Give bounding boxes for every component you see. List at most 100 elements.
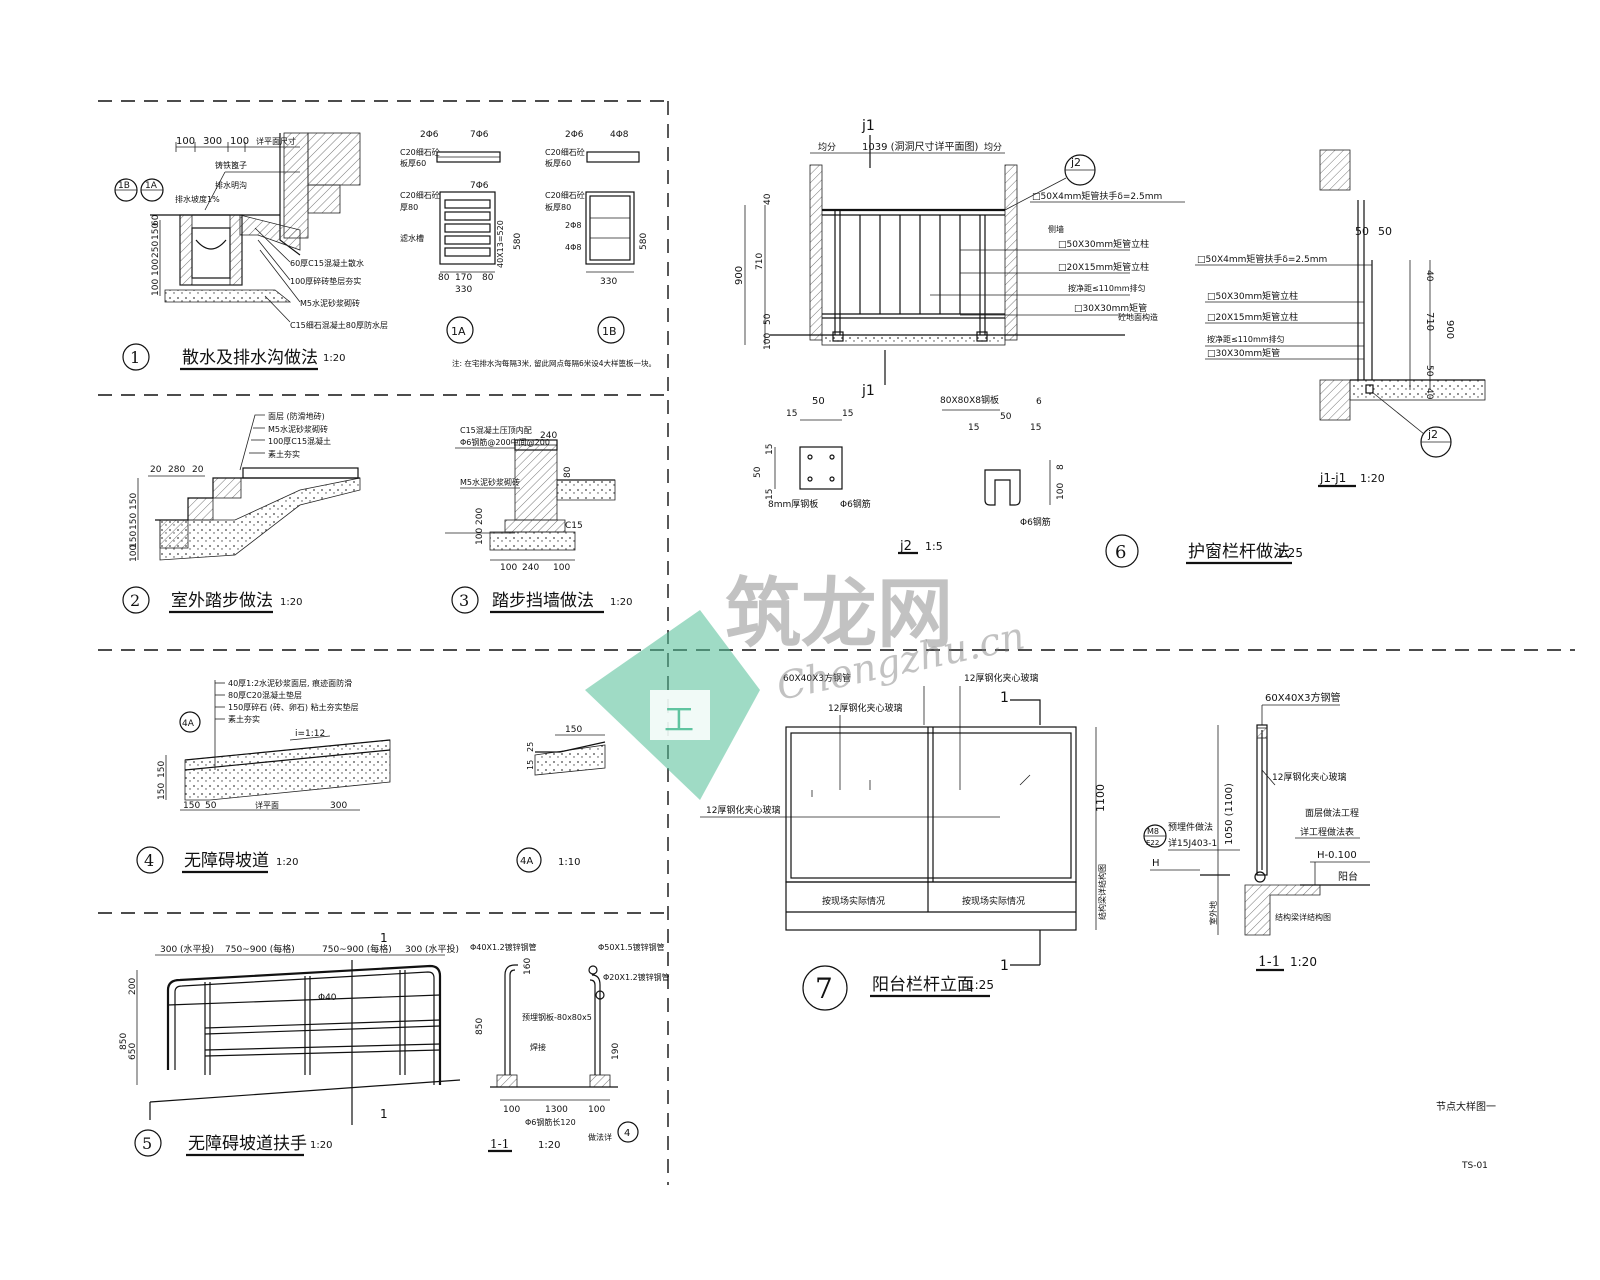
d2-label-0: 面层 (防滑地砖) <box>268 411 325 421</box>
d4-tag: 4A <box>182 719 195 729</box>
d1-note: 注: 在宅排水沟每隔3米, 留此网点每隔6米设4大样篦板一块。 <box>452 358 656 368</box>
d4a-dim-2: 15 <box>526 760 535 770</box>
d1-label-4: 100厚碎砖垫层夯实 <box>290 276 361 286</box>
detail-7-balcony-railing: 60X40X3方钢管 12厚钢化夹心玻璃 12厚钢化夹心玻璃 12厚钢化夹心玻璃… <box>700 672 1107 1011</box>
d1a-dim-0: 2Φ6 <box>420 130 439 140</box>
d6-label-5: □30X30mm矩管 <box>1074 302 1147 314</box>
d4-dim-2: 详平面 <box>255 800 279 810</box>
d6j2-dim-5: 15 <box>765 489 775 500</box>
d6j1-tag: j2 <box>1427 428 1438 441</box>
d3-dim-2: 100 <box>475 528 485 545</box>
d7s-label-7: 阳台 <box>1338 870 1358 883</box>
d6j1-dim-3: 710 <box>1424 312 1435 331</box>
d7s-label-1: 12厚钢化夹心玻璃 <box>1272 771 1346 783</box>
detail-2-outdoor-steps: 20 280 20 150 150 150 100 面层 (防滑地砖) M5水泥… <box>122 411 361 614</box>
d7-label-3: 12厚钢化夹心玻璃 <box>706 804 780 816</box>
d7s-label-8: 结构梁详结构图 <box>1275 912 1331 922</box>
d6-dim-left-2: 710 <box>755 253 765 270</box>
d1-dim-top-2: 100 <box>230 136 249 147</box>
detail-1-drain: 100 300 100 详平面尺寸 100 100 250 150 60 1B … <box>114 132 388 371</box>
d1b-dim-5: 330 <box>600 277 617 287</box>
d4-dim-4: 150 <box>157 783 167 800</box>
d2-title: 室外踏步做法 <box>171 591 273 611</box>
d7-label-6: 结构梁详结构图 <box>1097 864 1107 920</box>
d1b-dim-2: 2Φ8 <box>565 221 581 230</box>
d6j1-dim-0: 50 <box>1355 225 1369 238</box>
d7s-label-0: 60X40X3方钢管 <box>1265 691 1341 704</box>
d6-dim-left-3: 50 <box>763 313 773 325</box>
d7-dim-0: 1100 <box>1094 784 1107 812</box>
detail-4a-nosing: 150 25 15 4A 1:10 <box>516 725 606 873</box>
d1a-dim-1: 7Φ6 <box>470 130 489 140</box>
d4-dim-0: 150 <box>183 801 200 811</box>
d5s-label-3: 预埋钢板-80x80x5 <box>522 1012 592 1022</box>
d4a-scale: 1:10 <box>558 857 580 868</box>
d4-dim-3: 300 <box>330 801 347 811</box>
detail-3-step-retaining-wall: C15混凝土压顶内配 Φ6钢筋@200中间@200 M5水泥砂浆砌砖 C15 2… <box>445 425 632 614</box>
d5-dim-top-1: 750~900 (每格) <box>225 943 295 955</box>
d1-label-0: 铸铁篦子 <box>215 160 247 170</box>
d5s-label-0: Φ40X1.2镀锌钢管 <box>470 942 537 952</box>
d6j2-dim-3: 15 <box>765 444 775 455</box>
d6j1-label-2: □20X15mm矩管立柱 <box>1207 311 1298 323</box>
detail-1b-cover-plate: 2Φ6 4Φ8 C20细石砼 板厚60 C20细石砼 板厚80 2Φ8 4Φ8 … <box>452 130 656 368</box>
d6-dim-left-0: 40 <box>763 193 773 205</box>
d6-scale: 1:25 <box>1276 546 1303 560</box>
d6j1-dim-6: 40 <box>1424 388 1434 400</box>
d5-dim-left-0: 200 <box>128 978 138 995</box>
d6j2-dim-9: 8 <box>1056 464 1066 470</box>
watermark: 工 筑龙网 Chongzhu.cn <box>585 569 1028 800</box>
d7-label-4: 按现场实际情况 <box>822 895 885 907</box>
d1-title: 散水及排水沟做法 <box>182 348 318 368</box>
d6j2-dim-4: 50 <box>753 466 763 478</box>
d1-label-5: M5水泥砂浆砌砖 <box>300 298 360 308</box>
d6j1-label-1: □50X30mm矩管立柱 <box>1207 290 1298 302</box>
d6-label-0: □50X4mm矩管扶手δ=2.5mm <box>1032 190 1162 202</box>
d4-title-num: 4 <box>144 851 154 870</box>
d5-title-num: 5 <box>142 1134 152 1153</box>
d7-title: 阳台栏杆立面 <box>872 975 974 995</box>
d1b-dim-1: 4Φ8 <box>610 130 629 140</box>
d5s-title: 1-1 <box>490 1137 509 1151</box>
d1b-dim-4: 580 <box>639 233 649 250</box>
d7s-tag-top: M8 <box>1147 827 1159 836</box>
d7s-label-9: 室外地 <box>1208 901 1218 925</box>
d6j2-dim-2: 15 <box>842 409 853 419</box>
d5-dim-top-2: 750~900 (每格) <box>322 943 392 955</box>
d5s-ref: 4 <box>624 1128 630 1139</box>
d1-scale: 1:20 <box>323 353 345 364</box>
d5s-label-4: 焊接 <box>530 1042 546 1052</box>
d5s-label-1: Φ50X1.5镀锌钢管 <box>598 942 665 952</box>
d5-pipe: Φ40 <box>318 993 337 1003</box>
d6j2-dim-0: 15 <box>786 409 797 419</box>
d5s-dim-5: 1300 <box>545 1105 568 1115</box>
d4-title: 无障碍坡道 <box>184 851 269 871</box>
d1-dim-left-1: 100 <box>151 259 161 276</box>
d6-tag: j2 <box>1070 156 1081 169</box>
watermark-cn: 筑龙网 <box>725 569 953 658</box>
detail-5-section-1-1: Φ40X1.2镀锌钢管 Φ50X1.5镀锌钢管 Φ20X1.2镀锌钢管 预埋钢板… <box>470 942 670 1153</box>
d6-label-4: 按净距≤110mm排匀 <box>1068 283 1146 293</box>
d6-title-num: 6 <box>1115 542 1126 563</box>
d4-dim-1: 50 <box>205 801 217 811</box>
d1-label-1: 排水坡度1% <box>175 194 220 204</box>
d7-label-5: 按现场实际情况 <box>962 895 1025 907</box>
d6j2-dim-11: 6 <box>1036 397 1042 407</box>
d5-dim-top-0: 300 (水平投) <box>160 943 214 955</box>
d6j2-title: j2 <box>899 539 912 554</box>
d1a-label-2: C20细石砼 <box>400 190 440 200</box>
d6-dim-top-1: 1039 (洞洞尺寸详平面图) <box>862 140 979 153</box>
d6-section-top: j1 <box>861 118 875 134</box>
detail-7-section-1-1: 60X40X3方钢管 12厚钢化夹心玻璃 面层做法工程 详工程做法表 H-0.1… <box>1143 691 1370 972</box>
d6j2-dim-1: 50 <box>812 396 825 407</box>
d7s-h: H <box>1152 858 1160 869</box>
detail-4-ramp: 40厚1:2水泥砂浆面层, 痕迹面防滑 80厚C20混凝土垫层 150厚碎石 (… <box>136 678 391 874</box>
d2-label-3: 素土夯实 <box>268 449 300 459</box>
d4a-tag: 4A <box>520 856 533 867</box>
d1a-dim-7: 80 <box>482 273 494 283</box>
d6j1-dim-5: 50 <box>1424 365 1434 377</box>
d5-dim-left-2: 650 <box>128 1043 138 1060</box>
watermark-house: 工 <box>664 703 694 738</box>
d1a-label-3: 厚80 <box>400 203 418 212</box>
